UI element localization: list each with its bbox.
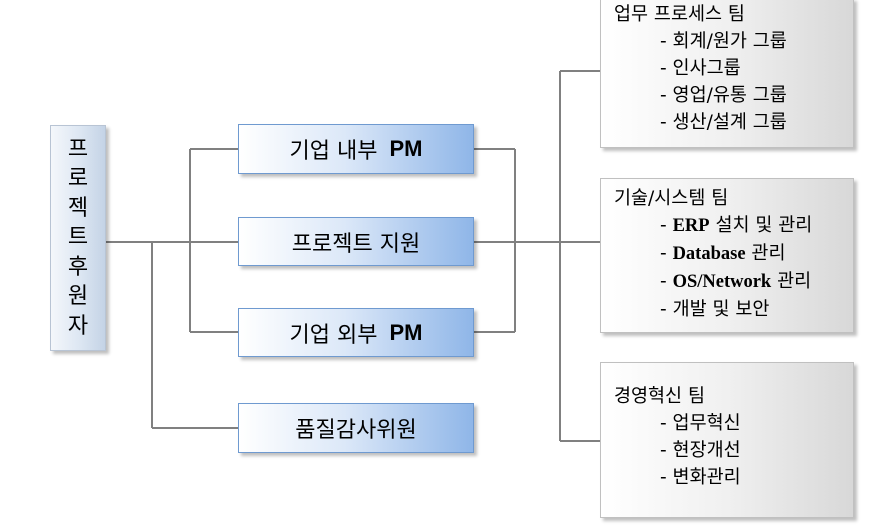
sponsor-char: 젝: [67, 195, 89, 221]
team-item: - 영업/유통 그룹: [660, 85, 787, 106]
team-item-bold: OS/Network: [672, 272, 772, 292]
sponsor-char: 원: [67, 284, 89, 309]
team-item: - OS/Network 관리: [614, 268, 853, 296]
team-item-dash: -: [660, 271, 673, 292]
team-item: - 개발 및 보안: [614, 296, 853, 324]
sponsor-char: 트: [67, 225, 89, 250]
team-item-bold: Database: [672, 244, 746, 264]
internal-pm-box: 기업 내부 PM: [238, 124, 474, 174]
external-pm-box: 기업 외부 PM: [238, 308, 474, 357]
team-item-text: 개발 및 보안: [672, 299, 770, 320]
team-item-dash: -: [660, 215, 673, 236]
external-pm-label: 기업 외부: [289, 322, 378, 348]
team-item: - 회계/원가 그룹: [660, 31, 787, 52]
team-item: - 현장개선: [660, 440, 741, 461]
quality-audit-box: 품질감사위원: [238, 403, 474, 453]
quality-audit-label: 품질감사위원: [295, 418, 417, 443]
team-item: - 인사그룹: [660, 58, 741, 79]
sponsor-char: 로: [67, 166, 89, 191]
team-item-text: 관리: [771, 271, 812, 292]
project-support-box: 프로젝트 지원: [238, 217, 474, 266]
team-item: - 업무혁신: [660, 413, 741, 434]
team-title: 업무 프로세스 팀: [614, 4, 745, 25]
team-item-bold: ERP: [672, 216, 710, 236]
sponsor-char: 프: [67, 136, 89, 162]
external-pm-bold: PM: [389, 319, 423, 345]
team-item-dash: -: [660, 299, 673, 320]
internal-pm-label: 기업 내부: [289, 139, 378, 164]
project-sponsor-box: 프 로 젝 트 후 원 자: [50, 125, 106, 351]
team-item-text: 설치 및 관리: [709, 215, 813, 236]
project-support-label: 프로젝트 지원: [291, 231, 421, 257]
team-item-dash: -: [660, 243, 673, 264]
team-title: 경영혁신 팀: [614, 386, 705, 407]
sponsor-char: 자: [67, 313, 89, 339]
team-item: - 변화관리: [660, 467, 741, 488]
team-item-text: 관리: [745, 243, 786, 264]
team-item: - 생산/설계 그룹: [660, 112, 787, 133]
sponsor-char: 후: [67, 254, 89, 280]
team-title: 기술/시스템 팀: [614, 188, 729, 209]
business-process-team-box: 업무 프로세스 팀 - 회계/원가 그룹 - 인사그룹 - 영업/유통 그룹 -…: [600, 0, 854, 148]
team-item: - Database 관리: [614, 240, 853, 268]
technology-system-team-box: 기술/시스템 팀 - ERP 설치 및 관리 - Database 관리 - O…: [600, 178, 854, 333]
team-item: - ERP 설치 및 관리: [614, 212, 853, 240]
management-innovation-team-box: 경영혁신 팀 - 업무혁신 - 현장개선 - 변화관리: [600, 362, 854, 518]
internal-pm-bold: PM: [389, 136, 423, 161]
